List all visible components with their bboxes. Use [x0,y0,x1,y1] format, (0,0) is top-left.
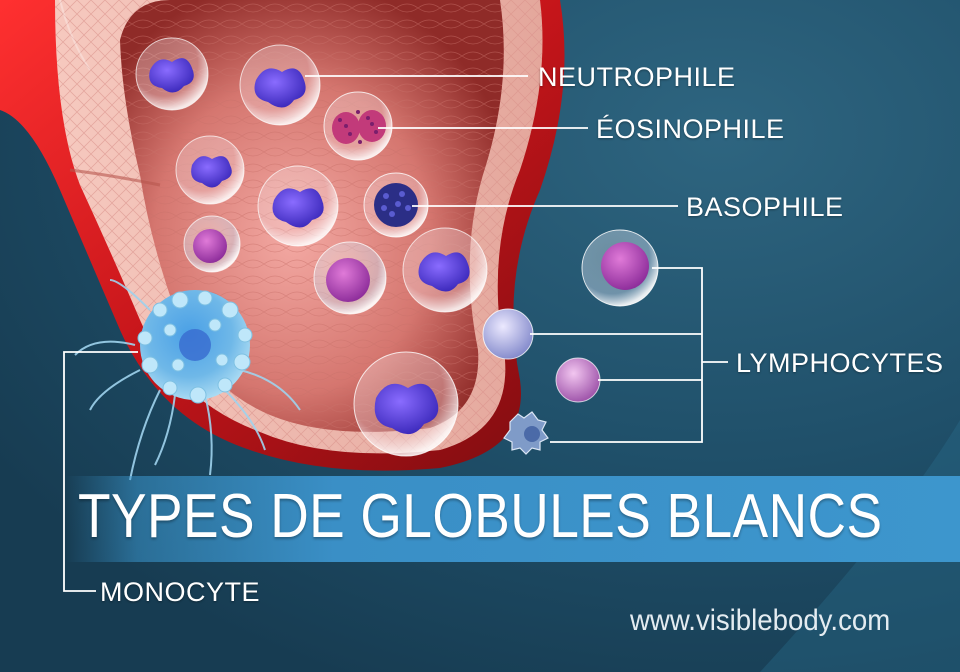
monocyte-cell [74,279,301,481]
label-monocyte: MONOCYTE [100,577,261,607]
leader-lines [63,75,728,592]
label-neutrophile: NEUTROPHILE [538,62,736,92]
leader-monocyte [63,351,138,592]
lymphocyte-cells-free [482,229,659,455]
source-url: www.visiblebody.com [630,604,891,637]
page-title: TYPES DE GLOBULES BLANCS [78,482,883,551]
neutrophil-cells [135,37,488,457]
basophil-cell [363,172,429,238]
label-basophile: BASOPHILE [686,192,844,222]
label-eosinophile: ÉOSINOPHILE [596,114,785,144]
lymphocyte-cells-in-vessel [183,215,387,315]
title-band [66,476,960,562]
leader-lymphocytes-bracket [550,267,703,443]
label-lymphocytes: LYMPHOCYTES [736,348,944,378]
eosinophil-cell [323,91,393,161]
